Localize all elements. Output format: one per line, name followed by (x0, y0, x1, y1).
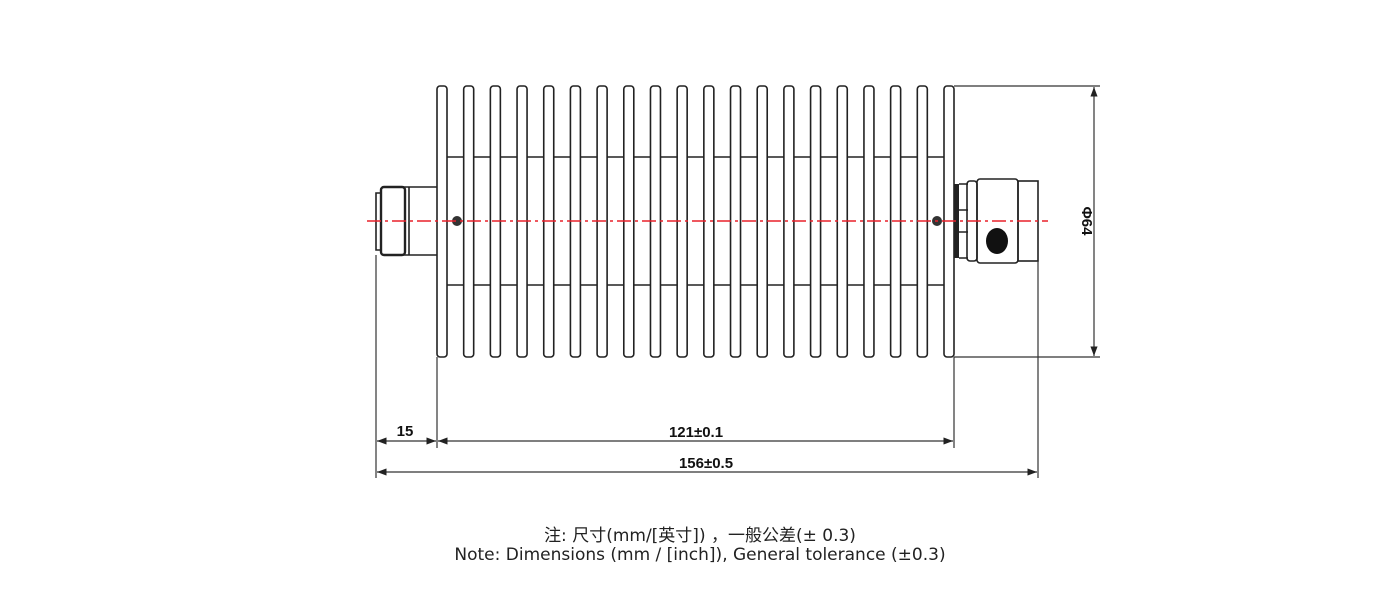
heatsink-crossbars (447, 156, 944, 286)
note-english: Note: Dimensions (mm / [inch]), General … (454, 545, 946, 565)
dim-overall-length: 156±0.5 (679, 455, 733, 472)
note-chinese: 注: 尺寸(mm/[英寸]) ，一般公差(± 0.3) (544, 526, 856, 546)
dim-connector-length: 15 (397, 423, 414, 440)
dimension-lines (377, 87, 1098, 476)
dim-diameter: Φ64 (1078, 207, 1095, 237)
screw-left-icon (452, 216, 462, 226)
extension-lines (375, 85, 1100, 478)
right-connector (932, 178, 1039, 264)
dim-body-length: 121±0.1 (669, 424, 723, 441)
